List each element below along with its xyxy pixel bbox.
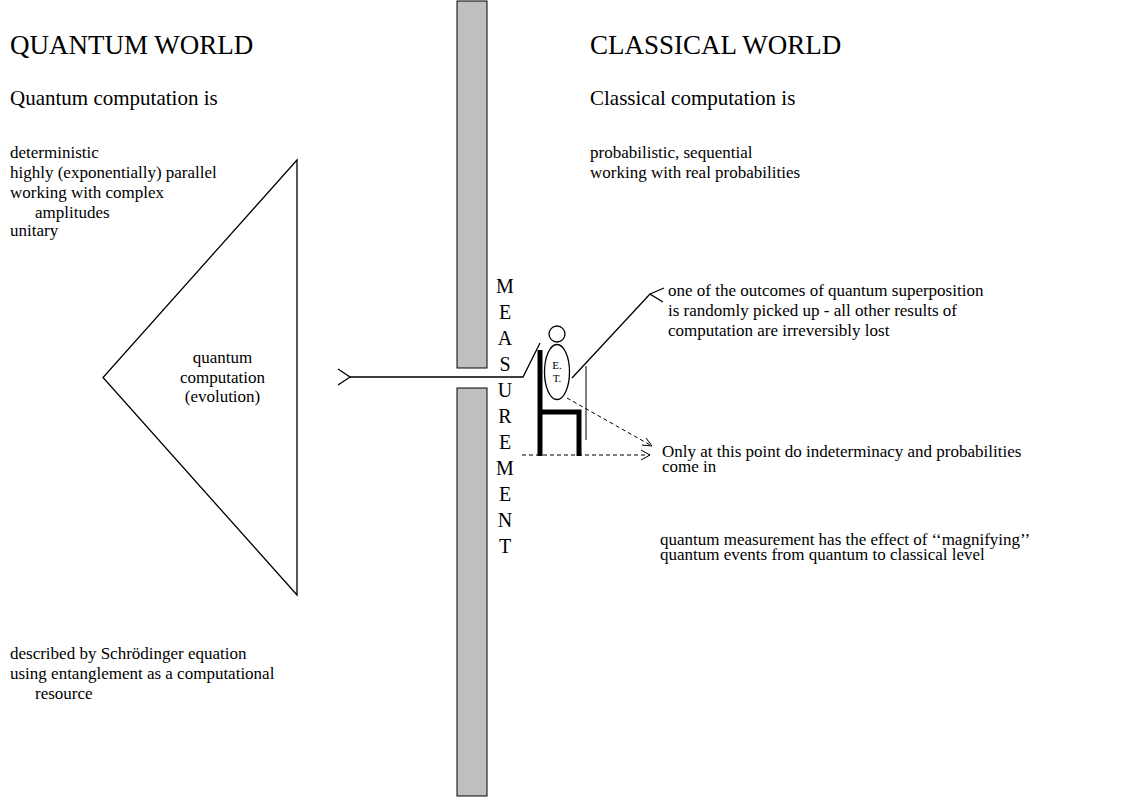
note-text-box: one of the outcomes of quantum superposi… bbox=[668, 281, 998, 341]
note-text-box: quantum measurement has the effect of ‘‘… bbox=[660, 532, 1055, 562]
property-item-box: using entanglement as a computational re… bbox=[10, 664, 285, 703]
arrow-head bbox=[641, 450, 650, 460]
chair-back bbox=[538, 350, 543, 456]
property-item-box: deterministic bbox=[10, 143, 99, 163]
triangle-outline bbox=[103, 160, 297, 595]
ellipse-outline bbox=[545, 345, 570, 400]
observer-head bbox=[549, 326, 565, 342]
world-heading: CLASSICAL WORLD bbox=[590, 30, 841, 61]
computation-triangle: quantum computation (evolution) bbox=[103, 160, 297, 595]
section-heading: Quantum computation is bbox=[10, 86, 218, 110]
property-item-box: described by Schrödinger equation bbox=[10, 644, 247, 664]
flow-line bbox=[572, 294, 650, 378]
world-heading: QUANTUM WORLD bbox=[10, 30, 253, 61]
measurement-wall bbox=[457, 388, 487, 796]
arrow-head bbox=[642, 438, 652, 446]
dashed-pointer bbox=[567, 398, 652, 446]
note-text: one of the outcomes of quantum superposi… bbox=[668, 281, 998, 341]
property-item: using entanglement as a computational re… bbox=[10, 664, 285, 703]
note-text: quantum measurement has the effect of ‘‘… bbox=[660, 532, 1055, 562]
measurement-label: MEASUREMENT bbox=[495, 273, 515, 559]
property-item: unitary bbox=[10, 221, 58, 241]
dashed-pointer bbox=[522, 455, 650, 456]
measurement-label-box: MEASUREMENT bbox=[495, 273, 515, 559]
property-item: described by Schrödinger equation bbox=[10, 644, 247, 664]
arrow-tail bbox=[338, 369, 350, 385]
node-text: E. T. bbox=[549, 359, 565, 384]
note-text: Only at this point do indeterminacy and … bbox=[662, 444, 1057, 474]
property-item: highly (exponentially) parallel bbox=[10, 163, 217, 183]
arrow-head bbox=[650, 288, 664, 302]
note-text-box: Only at this point do indeterminacy and … bbox=[662, 444, 1057, 474]
property-item-box: unitary bbox=[10, 221, 58, 241]
node-text: quantum computation (evolution) bbox=[175, 348, 270, 407]
property-item: working with complex amplitudes bbox=[10, 183, 175, 222]
chair-line bbox=[586, 366, 587, 440]
property-item-box: working with real probabilities bbox=[590, 163, 800, 183]
property-item-box: highly (exponentially) parallel bbox=[10, 163, 217, 183]
section-heading-box: Quantum computation is bbox=[10, 86, 218, 110]
measurement-wall bbox=[457, 1, 487, 368]
world-heading-box: CLASSICAL WORLD bbox=[590, 30, 841, 61]
property-item-box: working with complex amplitudes bbox=[10, 183, 175, 222]
chair-seat bbox=[540, 412, 579, 456]
observer-body: E. T. bbox=[544, 344, 570, 400]
section-heading-box: Classical computation is bbox=[590, 86, 795, 110]
property-item: probabilistic, sequential bbox=[590, 143, 752, 163]
section-heading: Classical computation is bbox=[590, 86, 795, 110]
property-item: deterministic bbox=[10, 143, 99, 163]
property-item-box: probabilistic, sequential bbox=[590, 143, 752, 163]
world-heading-box: QUANTUM WORLD bbox=[10, 30, 253, 61]
property-item: working with real probabilities bbox=[590, 163, 800, 183]
